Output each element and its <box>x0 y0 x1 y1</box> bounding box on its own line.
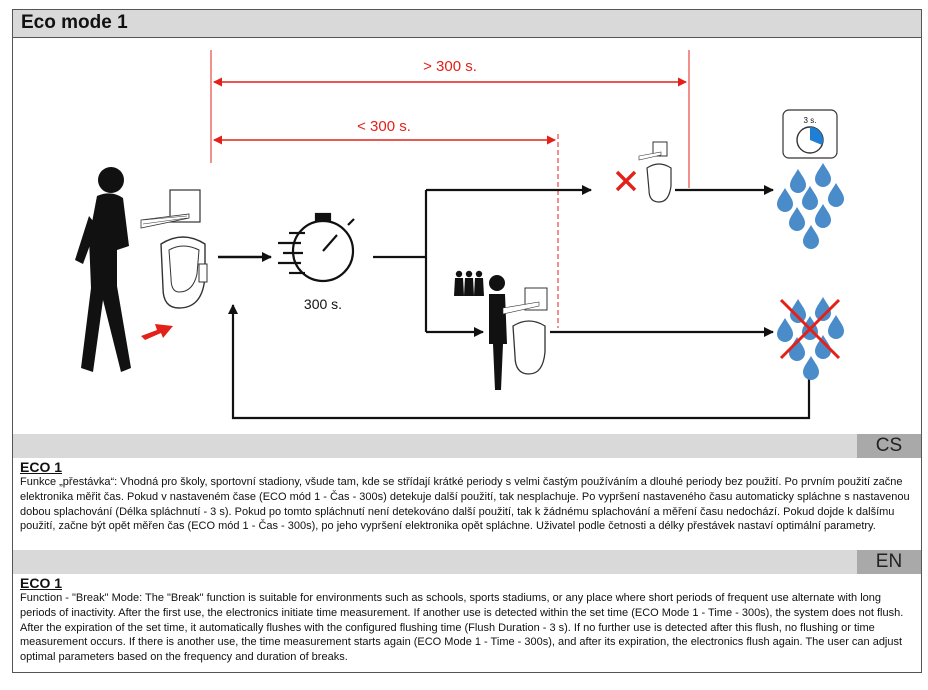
section-cs-body: Funkce „přestávka“: Vhodná pro školy, sp… <box>20 476 910 533</box>
lang-bar-cs: CS <box>13 434 921 458</box>
span-long-label: > 300 s. <box>423 58 477 75</box>
urinal-sensor-icon <box>140 189 208 309</box>
lang-bar-en: EN <box>13 550 921 574</box>
flush-duration-label: 3 s. <box>804 116 817 125</box>
section-en: ECO 1 Function - "Break" Mode: The "Brea… <box>20 576 915 665</box>
lang-tab-cs: CS <box>857 434 921 458</box>
title-bar: Eco mode 1 <box>13 10 921 38</box>
page-frame: Eco mode 1 > 300 s. < 3 <box>12 9 922 673</box>
water-drops-crossed-icon <box>777 297 844 380</box>
people-group-icon <box>454 270 484 296</box>
section-cs: ECO 1 Funkce „přestávka“: Vhodná pro ško… <box>20 460 915 534</box>
span-short-annotation: < 300 s. <box>213 118 559 328</box>
span-long-annotation: > 300 s. <box>210 50 690 188</box>
no-flush-cross-icon <box>615 170 637 192</box>
second-urinal-icon <box>502 287 548 375</box>
walking-person-icon <box>75 167 131 372</box>
standing-person-icon <box>489 275 507 390</box>
timer-label: 300 s. <box>304 296 342 312</box>
section-cs-heading: ECO 1 <box>20 459 63 475</box>
water-drops-icon <box>777 163 844 249</box>
flush-timer-icon: 3 s. <box>782 109 838 159</box>
page-title: Eco mode 1 <box>21 12 128 33</box>
eco-mode-diagram: > 300 s. < 300 s. <box>75 50 844 420</box>
small-urinal-icon <box>638 141 672 203</box>
section-en-body: Function - "Break" Mode: The "Break" fun… <box>20 592 904 664</box>
section-en-heading: ECO 1 <box>20 575 63 591</box>
span-short-label: < 300 s. <box>357 118 411 135</box>
stopwatch-icon <box>278 212 355 283</box>
branch-lines <box>228 185 811 420</box>
lang-tab-en: EN <box>857 550 921 574</box>
walk-away-arrow-icon <box>141 324 173 340</box>
